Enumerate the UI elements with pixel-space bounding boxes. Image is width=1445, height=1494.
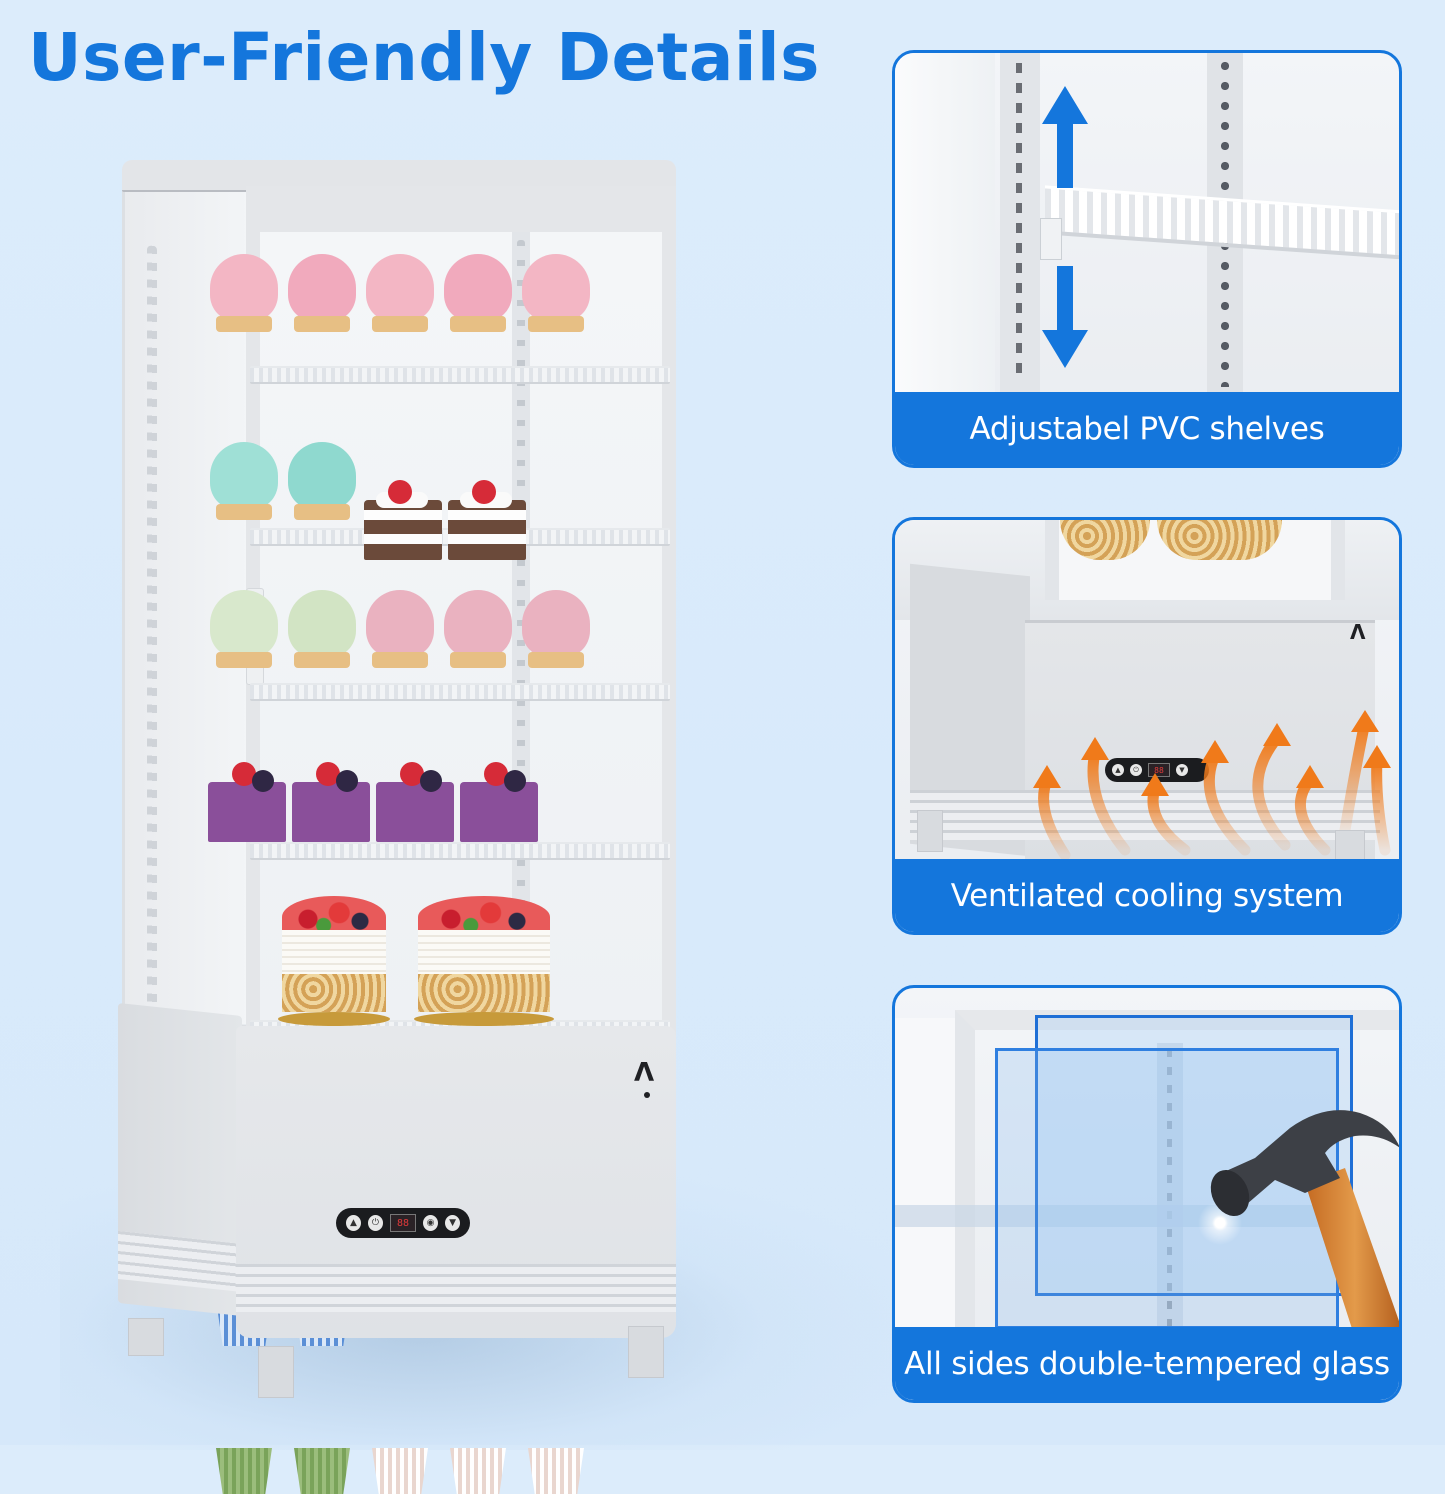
front-vents [236,1264,676,1312]
mint-cupcakes-row [208,442,526,1346]
power-button-icon[interactable]: ⏻ [367,1215,383,1231]
foot [128,1318,164,1356]
light-button-icon: ▲ [1112,764,1124,776]
temperature-display: 88 [1148,763,1170,777]
berry-mousse-row [208,756,538,842]
brand-logo-icon: Λ [634,1058,655,1088]
shelf-4 [250,842,670,860]
brand-logo-icon: Λ [1350,620,1366,644]
shelf-3 [250,683,670,701]
down-button-icon[interactable]: ▼ [445,1215,461,1231]
arrow-down-icon [1042,266,1088,368]
compressor-base: Λ ▲ ⏻ 88 ◉ ▼ [118,1002,678,1346]
set-button-icon[interactable]: ◉ [423,1215,439,1231]
page-title: User-Friendly Details [28,19,820,96]
shelves-detail-image [895,53,1399,395]
hammer-icon [1210,1110,1399,1330]
feature-label: Ventilated cooling system [895,859,1399,932]
light-button-icon[interactable]: ▲ [346,1215,361,1231]
foot [258,1346,294,1398]
feature-card-cooling: Λ ▲ ⏻ 88 ▼ [892,517,1402,935]
display-refrigerator: Λ ▲ ⏻ 88 ◉ ▼ [118,158,678,1494]
cooling-detail-image: Λ ▲ ⏻ 88 ▼ [895,520,1399,862]
arrow-up-icon [1042,86,1088,188]
foot [628,1326,664,1378]
temperature-display: 88 [389,1214,417,1232]
feature-card-shelves: Adjustabel PVC shelves [892,50,1402,468]
down-button-icon: ▼ [1176,764,1188,776]
raspberry-cupcakes-row [208,590,592,1494]
feature-card-glass: All sides double-tempered glass [892,985,1402,1403]
control-panel: ▲ ⏻ 88 ◉ ▼ [336,1208,470,1238]
shelf-1 [250,366,670,384]
pink-cupcakes-row [208,254,592,1158]
glass-detail-image [895,988,1399,1330]
power-button-icon: ⏻ [1130,764,1142,776]
feature-label: All sides double-tempered glass [895,1327,1399,1400]
feature-label: Adjustabel PVC shelves [895,392,1399,465]
whole-cakes-row [278,896,554,1026]
heat-flow-arrows-icon [1033,710,1391,860]
